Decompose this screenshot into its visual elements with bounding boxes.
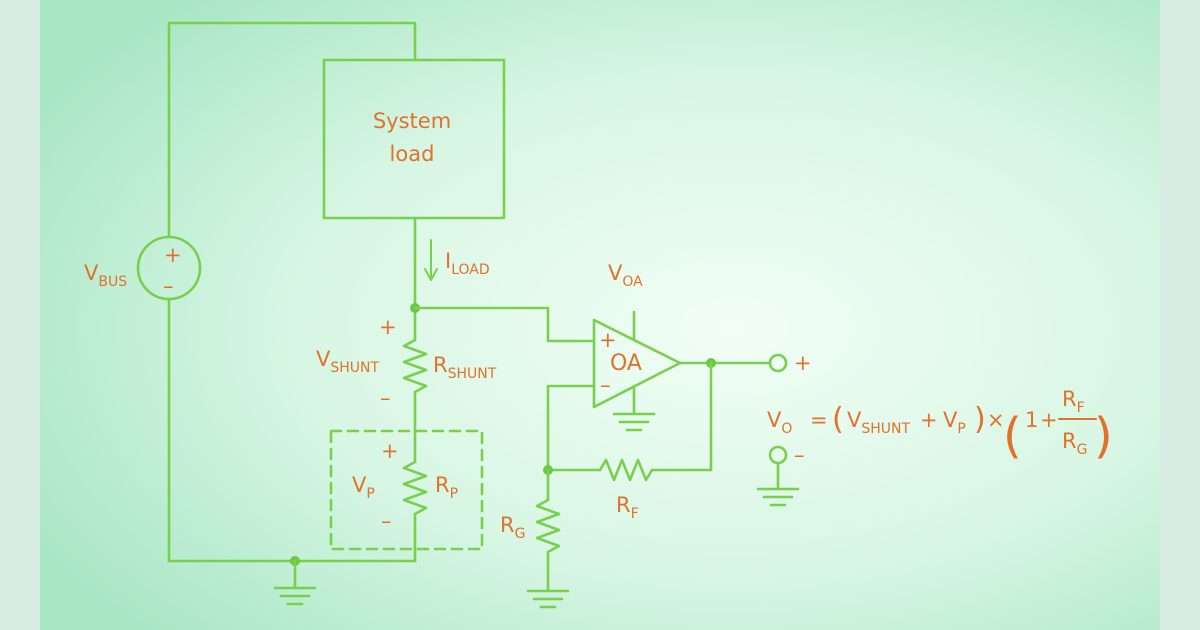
system-load-label-line2: load [390, 142, 435, 166]
eq-vshunt: VSHUNT [847, 408, 911, 437]
vshunt-minus-sign: – [380, 386, 391, 410]
iload-arrowhead [424, 268, 438, 281]
eq-plus-2: + [1040, 408, 1058, 432]
eq-big-right-paren: ) [1094, 408, 1113, 464]
vbus-label: VBUS [84, 261, 127, 290]
rf-label: RF [616, 493, 639, 522]
rg-resistor [535, 498, 561, 554]
voa-label: VOA [608, 261, 643, 290]
vbus-source [136, 235, 202, 301]
iload-label: ILOAD [445, 249, 490, 278]
rg-label: RG [500, 513, 525, 542]
opamp-label: OA [610, 351, 642, 376]
eq-plus: + [920, 408, 938, 432]
vshunt-plus-sign: + [379, 315, 397, 339]
rshunt-resistor [402, 338, 428, 394]
eq-right-paren: ) [974, 402, 986, 437]
eq-one: 1 [1025, 408, 1038, 432]
rf-resistor [598, 458, 654, 482]
eq-vp: VP [943, 408, 966, 437]
output-terminal-plus [768, 353, 788, 373]
eq-times: × [987, 408, 1005, 432]
rp-resistor [402, 460, 428, 516]
parasitic-dashed-box [329, 429, 484, 551]
wire-rf-to-output [650, 361, 713, 472]
rp-label: RP [435, 473, 458, 502]
vshunt-label: VSHUNT [316, 347, 380, 376]
panel-background [40, 0, 1160, 630]
vp-label: VP [352, 473, 375, 502]
wire-to-opamp-plus [413, 306, 596, 343]
eq-big-left-paren: ( [1003, 408, 1022, 464]
eq-left-paren: ( [832, 402, 844, 437]
wire-top-loop [167, 21, 417, 239]
vp-plus-sign: + [381, 439, 399, 463]
eq-equals: = [810, 408, 828, 432]
output-equation: VO = ( VSHUNT + VP ) × ( 1 + RF RG ) [767, 387, 1113, 464]
opamp-minus-input-sign: – [600, 373, 611, 397]
eq-denominator-rg: RG [1062, 429, 1087, 458]
rshunt-label: RSHUNT [433, 353, 497, 382]
vp-minus-sign: – [381, 509, 392, 533]
eq-vo: VO [767, 408, 792, 437]
output-plus-sign: + [794, 351, 812, 375]
vbus-minus-sign: – [163, 274, 174, 298]
vbus-plus-sign: + [164, 243, 182, 267]
wire-opamp-minus [546, 384, 596, 472]
output-minus-sign: – [794, 443, 805, 467]
opamp-plus-input-sign: + [599, 328, 617, 352]
system-load-label-line1: System [373, 109, 451, 133]
eq-numerator-rf: RF [1062, 387, 1085, 416]
opamp-triangle [592, 318, 682, 409]
